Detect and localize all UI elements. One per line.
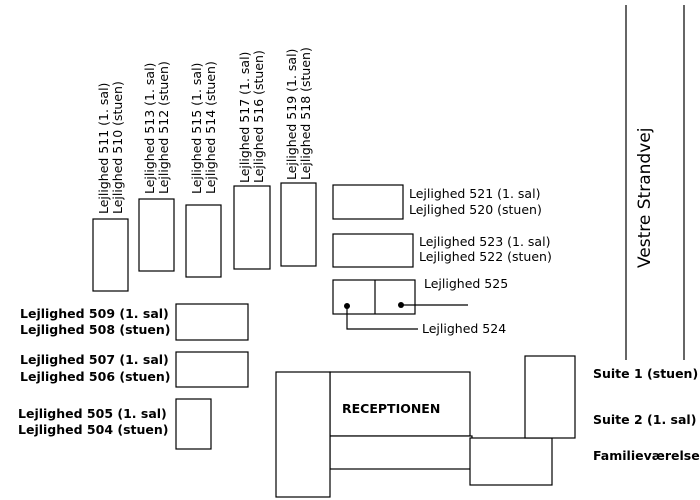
label-510-ground: Lejlighed 510 (stuen) [110,81,125,214]
reception-label: RECEPTIONEN [342,401,440,416]
building-519[interactable] [280,182,317,267]
label-building-515: Lejlighed 515 (1. sal) Lejlighed 514 (st… [189,61,218,194]
label-building-513: Lejlighed 513 (1. sal) Lejlighed 512 (st… [142,61,171,194]
label-512-ground: Lejlighed 512 (stuen) [156,61,171,194]
reception-west-wing[interactable] [275,371,331,498]
label-517-upper: Lejlighed 517 (1. sal) [237,52,252,183]
label-522-ground: Lejlighed 522 (stuen) [419,249,552,264]
label-525: Lejlighed 525 [424,276,508,291]
label-515-upper: Lejlighed 515 (1. sal) [189,63,204,194]
building-523[interactable] [332,233,414,268]
suite-building[interactable] [524,355,576,439]
building-517[interactable] [233,185,271,270]
building-505[interactable] [175,398,212,450]
building-507[interactable] [175,351,249,388]
label-507-upper: Lejlighed 507 (1. sal) [20,352,169,367]
label-suite-1: Suite 1 (stuen) [593,366,698,381]
label-513-upper: Lejlighed 513 (1. sal) [142,63,157,194]
building-509[interactable] [175,303,249,341]
reception-lower[interactable] [329,435,473,470]
label-family-room: Familieværelse [593,448,700,463]
building-511[interactable] [92,218,129,292]
label-514-ground: Lejlighed 514 (stuen) [203,61,218,194]
label-518-ground: Lejlighed 518 (stuen) [298,47,313,180]
family-room-building[interactable] [469,437,553,486]
label-523-upper: Lejlighed 523 (1. sal) [419,234,550,249]
road-name: Vestre Strandvej [635,128,655,268]
label-521-upper: Lejlighed 521 (1. sal) [409,186,540,201]
building-525-524[interactable] [332,279,416,315]
leader-524 [346,306,418,330]
label-505-upper: Lejlighed 505 (1. sal) [18,406,167,421]
label-building-519: Lejlighed 519 (1. sal) Lejlighed 518 (st… [284,47,313,180]
building-513[interactable] [138,198,175,272]
label-506-ground: Lejlighed 506 (stuen) [20,369,170,384]
label-building-517: Lejlighed 517 (1. sal) Lejlighed 516 (st… [237,50,266,183]
building-515[interactable] [185,204,222,278]
label-516-ground: Lejlighed 516 (stuen) [251,50,266,183]
label-520-ground: Lejlighed 520 (stuen) [409,202,542,217]
label-504-ground: Lejlighed 504 (stuen) [18,422,168,437]
label-509-upper: Lejlighed 509 (1. sal) [20,306,169,321]
label-508-ground: Lejlighed 508 (stuen) [20,322,170,337]
label-511-upper: Lejlighed 511 (1. sal) [96,83,111,214]
label-524: Lejlighed 524 [422,321,506,336]
label-suite-2: Suite 2 (1. sal) [593,412,696,427]
label-building-511: Lejlighed 511 (1. sal) Lejlighed 510 (st… [96,81,125,214]
building-521[interactable] [332,184,404,220]
label-519-upper: Lejlighed 519 (1. sal) [284,49,299,180]
